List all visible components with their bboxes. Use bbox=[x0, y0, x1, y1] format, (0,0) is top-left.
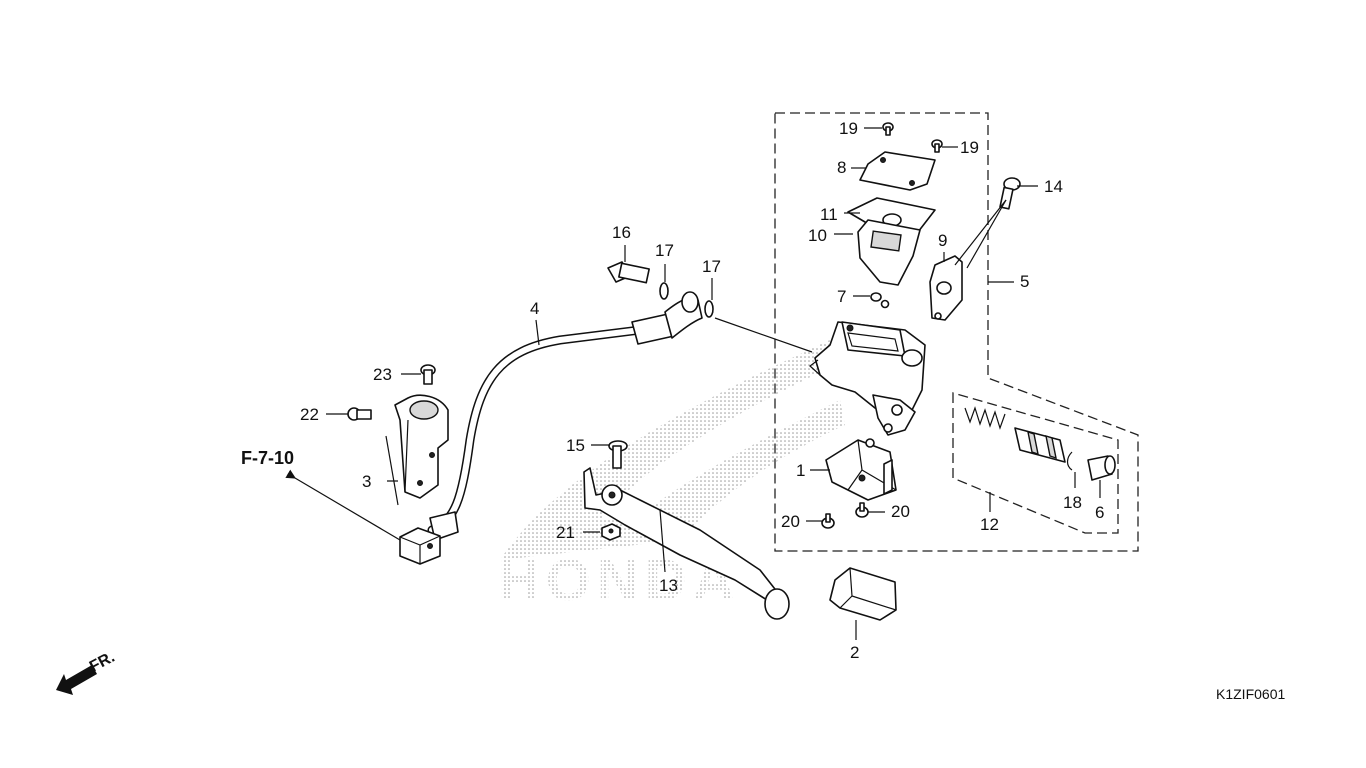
piston bbox=[1014, 427, 1066, 463]
callout-22: 22 bbox=[300, 405, 319, 424]
callout-14: 14 bbox=[1044, 177, 1063, 196]
screw-20a bbox=[821, 513, 835, 529]
callout-17b: 17 bbox=[702, 257, 721, 276]
callout-6: 6 bbox=[1095, 503, 1104, 522]
callout-16: 16 bbox=[612, 223, 631, 242]
hose-guide-block bbox=[399, 527, 441, 565]
master-cylinder-body bbox=[809, 321, 926, 436]
spring bbox=[964, 406, 1006, 430]
small-part-7 bbox=[870, 292, 890, 309]
diagram-code: K1ZIF0601 bbox=[1216, 686, 1285, 702]
callout-4: 4 bbox=[530, 299, 539, 318]
master-cylinder-holder-9 bbox=[929, 255, 963, 321]
callout-21: 21 bbox=[556, 523, 575, 542]
brake-lever-13 bbox=[583, 467, 790, 620]
callout-23: 23 bbox=[373, 365, 392, 384]
callout-19a: 19 bbox=[839, 119, 858, 138]
leader-lines bbox=[285, 127, 1101, 640]
callout-5: 5 bbox=[1020, 272, 1029, 291]
callout-9: 9 bbox=[938, 231, 947, 250]
callout-17a: 17 bbox=[655, 241, 674, 260]
washer-17a bbox=[659, 282, 669, 300]
screw-20b bbox=[855, 502, 869, 518]
callout-20a: 20 bbox=[781, 512, 800, 531]
callout-1: 1 bbox=[796, 461, 805, 480]
circlip-18 bbox=[1066, 451, 1073, 471]
assembly-5-outline bbox=[774, 112, 1139, 552]
banjo-bolt-16 bbox=[607, 261, 650, 284]
reservoir-cap-8 bbox=[859, 151, 936, 191]
callout-7: 7 bbox=[837, 287, 846, 306]
washer-17b bbox=[704, 300, 714, 318]
boot-6 bbox=[1087, 455, 1116, 481]
brake-switch-1 bbox=[825, 438, 897, 501]
callout-15: 15 bbox=[566, 436, 585, 455]
callout-8: 8 bbox=[837, 158, 846, 177]
assembly-12-outline bbox=[952, 392, 1119, 534]
pivot-bolt-15 bbox=[608, 440, 628, 469]
callout-12: 12 bbox=[980, 515, 999, 534]
diaphragm-10 bbox=[857, 219, 921, 286]
callout-20b: 20 bbox=[891, 502, 910, 521]
hose-clamp bbox=[394, 394, 449, 499]
reference-label: F-7-10 bbox=[241, 448, 294, 468]
bolt-23 bbox=[420, 364, 436, 385]
callout-2: 2 bbox=[850, 643, 859, 662]
callout-labels: 1 2 3 4 5 6 7 8 9 10 11 12 13 14 15 16 1… bbox=[300, 119, 1104, 662]
front-direction-arrow-icon: FR. bbox=[56, 649, 118, 695]
callout-13: 13 bbox=[659, 576, 678, 595]
screw-19a bbox=[882, 122, 894, 136]
callout-3: 3 bbox=[362, 472, 371, 491]
honda-watermark: HONDA bbox=[498, 340, 845, 613]
cover-2 bbox=[829, 567, 897, 621]
callout-19b: 19 bbox=[960, 138, 979, 157]
screw-19b bbox=[931, 139, 943, 153]
callout-10: 10 bbox=[808, 226, 827, 245]
callout-18: 18 bbox=[1063, 493, 1082, 512]
bolt-22 bbox=[347, 407, 372, 421]
nut-21 bbox=[601, 523, 621, 541]
callout-11: 11 bbox=[820, 205, 838, 224]
brake-hose bbox=[427, 291, 703, 541]
